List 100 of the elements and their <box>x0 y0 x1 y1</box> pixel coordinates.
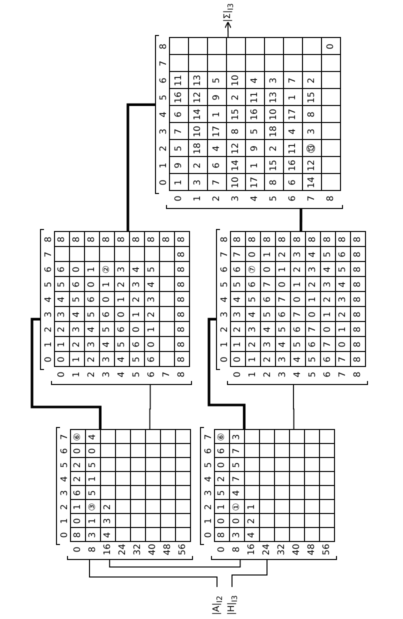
table-value: 8 <box>230 232 246 248</box>
table-value: 8 <box>350 352 366 368</box>
column-index: 0 <box>203 531 214 540</box>
row-index: 1 <box>192 194 204 204</box>
column-index: 3 <box>219 310 230 320</box>
lookup-table <box>56 430 190 560</box>
column-index: 2 <box>203 503 214 512</box>
table-value: 8 <box>174 232 190 248</box>
column-index: 5 <box>158 94 169 102</box>
table-value: 0 <box>230 352 246 368</box>
connector-line <box>292 384 294 430</box>
column-index: 3 <box>59 489 70 498</box>
row-index: 32 <box>132 542 144 557</box>
column-index: 5 <box>59 461 70 470</box>
row-index: 4 <box>116 370 128 380</box>
row-index: 2 <box>262 370 274 380</box>
column-index: 4 <box>158 110 169 120</box>
row-index: 48 <box>162 542 174 557</box>
column-index: 8 <box>158 42 169 52</box>
connector-line <box>89 560 218 588</box>
column-index: 1 <box>43 340 54 350</box>
row-index: 7 <box>306 194 318 204</box>
column-index: 0 <box>219 356 230 364</box>
column-index: 5 <box>43 280 54 290</box>
lookup-table <box>200 430 334 560</box>
table-value: 8 <box>54 232 70 248</box>
column-index: 4 <box>59 475 70 484</box>
column-index: 2 <box>43 326 54 334</box>
column-index: 3 <box>158 128 169 136</box>
row-index: 1 <box>70 370 82 380</box>
column-index: 1 <box>219 340 230 350</box>
column-index: 8 <box>43 236 54 244</box>
row-index: 1 <box>246 370 258 380</box>
connector-line <box>30 318 102 430</box>
column-index: 7 <box>219 250 230 260</box>
row-index: 56 <box>176 542 188 557</box>
connector-line <box>300 209 302 232</box>
column-index: 1 <box>59 517 70 526</box>
column-index: 6 <box>43 266 54 274</box>
connector-line <box>109 560 241 568</box>
row-index: 7 <box>160 370 172 380</box>
column-index: 6 <box>59 447 70 456</box>
row-index: 0 <box>72 546 84 554</box>
column-index: 3 <box>43 310 54 320</box>
row-index: 8 <box>352 370 364 380</box>
row-index: 0 <box>56 370 68 380</box>
row-index: 2 <box>86 370 98 380</box>
column-index: 1 <box>158 162 169 170</box>
row-index: 3 <box>230 194 242 204</box>
column-index: 6 <box>219 266 230 274</box>
row-index: 48 <box>306 542 318 557</box>
column-index: 7 <box>59 433 70 442</box>
column-index: 6 <box>158 76 169 86</box>
column-index: 7 <box>203 433 214 442</box>
row-index: 8 <box>86 546 98 554</box>
row-index: 5 <box>268 194 280 204</box>
table-value: 0 <box>320 38 340 56</box>
column-index: 6 <box>203 447 214 456</box>
column-index: 4 <box>43 296 54 304</box>
column-index: 0 <box>43 356 54 364</box>
table-value: 8 <box>174 352 190 368</box>
row-index: 24 <box>260 542 272 557</box>
row-index: 0 <box>216 546 228 554</box>
table-value: 8 <box>350 232 366 248</box>
row-index: 56 <box>320 542 332 557</box>
column-index: 8 <box>219 236 230 244</box>
column-index: 4 <box>203 475 214 484</box>
row-index: 3 <box>276 370 288 380</box>
connector-line <box>149 384 151 430</box>
row-index: 4 <box>248 194 260 204</box>
connector-line <box>208 318 246 430</box>
row-index: 4 <box>292 370 304 380</box>
column-index: 5 <box>219 280 230 290</box>
row-index: 6 <box>146 370 158 380</box>
row-index: 16 <box>102 542 114 557</box>
row-index: 16 <box>246 542 258 557</box>
row-index: 0 <box>232 370 244 380</box>
row-index: 8 <box>230 546 242 554</box>
row-index: 24 <box>116 542 128 557</box>
row-index: 5 <box>306 370 318 380</box>
column-index: 7 <box>43 250 54 260</box>
column-index: 2 <box>219 326 230 334</box>
column-index: 0 <box>59 531 70 540</box>
table-value: 8 <box>70 528 86 542</box>
row-index: 6 <box>322 370 334 380</box>
lookup-table <box>40 232 189 385</box>
row-index: 2 <box>210 194 222 204</box>
column-index: 2 <box>158 144 169 154</box>
row-index: 7 <box>336 370 348 380</box>
row-index: 8 <box>176 370 188 380</box>
connector-line <box>232 560 268 588</box>
row-index: 40 <box>146 542 158 557</box>
column-index: 2 <box>59 503 70 512</box>
table-value: 8 <box>214 528 230 542</box>
row-index: 40 <box>290 542 302 557</box>
table-value: ⑥ <box>70 430 86 444</box>
column-index: 3 <box>203 489 214 498</box>
row-index: 32 <box>276 542 288 557</box>
column-index: 1 <box>203 517 214 526</box>
column-index: 7 <box>158 60 169 68</box>
